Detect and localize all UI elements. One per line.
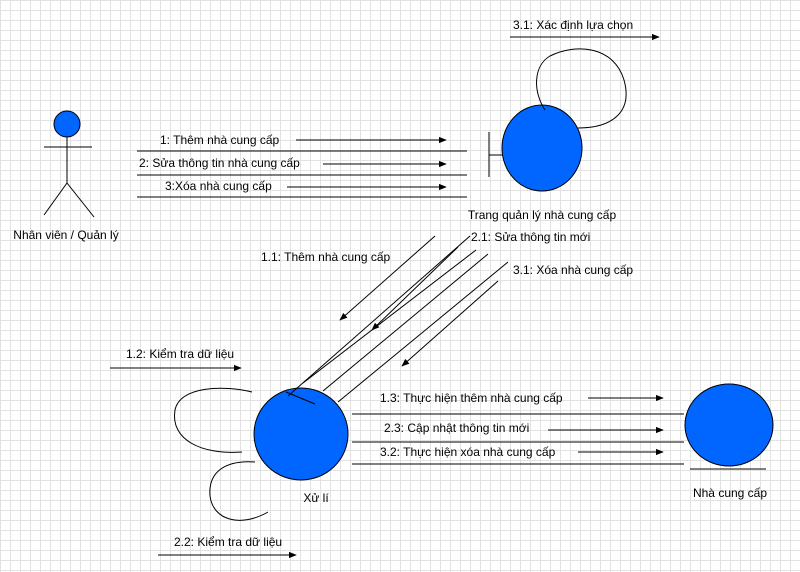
message-label-2-2: 2.2: Kiểm tra dữ liệu: [174, 535, 282, 549]
boundary-object: [488, 48, 627, 192]
entity-label: Nhà cung cấp: [693, 486, 767, 500]
actor-label: Nhân viên / Quản lý: [13, 228, 118, 242]
actor-head: [53, 110, 81, 138]
links-control-entity: [352, 413, 684, 465]
entity-object: [684, 383, 774, 470]
message-label-3-1: 3.1: Xóa nhà cung cấp: [513, 263, 633, 277]
links-actor-boundary: [137, 150, 467, 198]
control-circle: [253, 387, 349, 481]
self-loop-control-2: [209, 461, 269, 521]
control-label: Xử lí: [303, 491, 329, 505]
message-label-2-1: 2.1: Sửa thông tin mới: [471, 230, 590, 244]
message-label-2: 2: Sửa thông tin nhà cung cấp: [139, 156, 300, 170]
message-arrow-1-1: [339, 235, 436, 321]
control-object: [174, 387, 349, 521]
links-boundary-control: [285, 235, 509, 405]
message-label-1-3: 1.3: Thực hiện thêm nhà cung cấp: [380, 391, 563, 405]
actor-figure: [43, 110, 95, 218]
message-label-3: 3:Xóa nhà cung cấp: [165, 179, 272, 193]
message-label-3-1-self: 3.1: Xác định lựa chọn: [513, 18, 633, 32]
message-label-2-3: 2.3: Cập nhật thông tin mới: [384, 421, 529, 435]
message-arrow-2-1: [371, 246, 459, 331]
message-label-1-1: 1.1: Thêm nhà cung cấp: [261, 250, 391, 264]
message-label-1: 1: Thêm nhà cung cấp: [160, 133, 280, 147]
boundary-circle: [501, 104, 583, 192]
self-loop-control-1: [174, 387, 253, 453]
message-label-3-2: 3.2: Thực hiện xóa nhà cung cấp: [380, 445, 556, 459]
message-label-1-2: 1.2: Kiểm tra dữ liệu: [126, 347, 234, 361]
self-loop-boundary: [536, 48, 627, 129]
entity-circle: [684, 383, 774, 467]
boundary-label: Trang quản lý nhà cung cấp: [468, 208, 617, 222]
message-arrow-3-1: [401, 280, 499, 367]
